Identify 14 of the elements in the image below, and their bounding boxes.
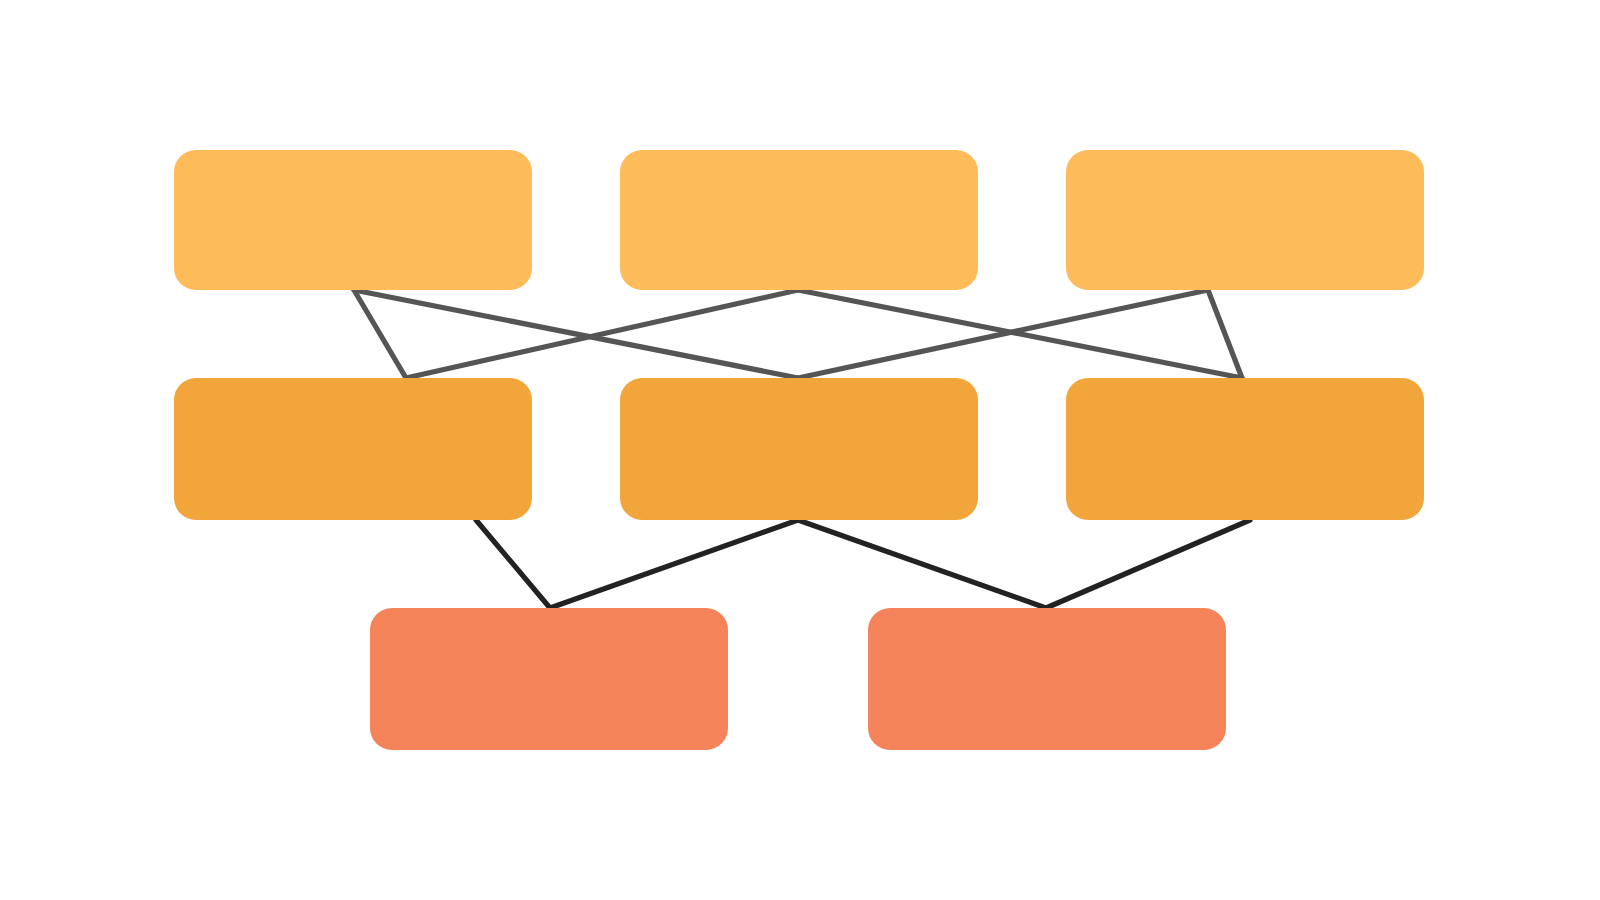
connector-line [795,517,1049,611]
rounded-box [1066,150,1424,290]
rounded-box [1066,378,1424,520]
rounded-box [620,150,978,290]
rounded-box [174,378,532,520]
rounded-box [174,150,532,290]
connector-line [1043,517,1253,611]
connector-line [473,517,553,611]
connector-line [351,287,409,381]
rounded-box [370,608,728,750]
connector-line [1205,287,1245,381]
rounded-box [868,608,1226,750]
rounded-box [620,378,978,520]
connector-line [547,517,801,611]
